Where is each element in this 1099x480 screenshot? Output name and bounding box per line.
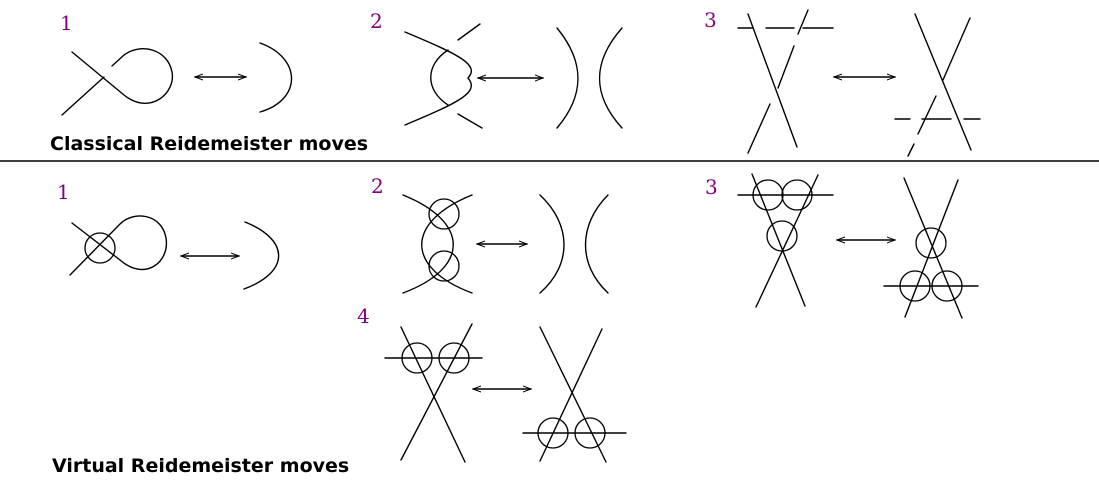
virtual-v3-left-strand-b (755, 174, 819, 308)
virtual-v4-right-strand-b (539, 328, 603, 462)
classical-move-3: 3 (704, 8, 981, 157)
virtual-v4-right-strand-a (539, 326, 607, 463)
classical-r3-right-under-strand (907, 17, 971, 157)
virtual-v2-strand-b (421, 194, 473, 294)
classical-move-1-number: 1 (60, 11, 73, 35)
classical-r3-right-over-strand (914, 13, 972, 151)
virtual-v2-left-arc (539, 194, 565, 294)
virtual-v1-crossing-circle (84, 232, 116, 264)
classical-r2-over-strand (404, 31, 473, 126)
classical-r3-left-under-strand (747, 9, 809, 154)
virtual-v4-left-circle-2 (438, 342, 470, 374)
virtual-move-1: 1 (57, 180, 280, 290)
virtual-v4-left-strand-b (400, 323, 473, 461)
classical-r1-loop-strand (71, 48, 174, 104)
classical-move-3-number: 3 (704, 8, 717, 32)
virtual-v2-strand-a (402, 194, 454, 294)
virtual-v3-left-circle-3 (766, 220, 798, 252)
virtual-v2-right-arc (584, 194, 609, 294)
virtual-move-4-number: 4 (357, 304, 370, 328)
classical-move-1: 1 (60, 11, 293, 116)
classical-r2-under-strand (430, 23, 483, 129)
classical-move-2-number: 2 (370, 9, 383, 33)
classical-r3-left-over-strand (747, 13, 798, 148)
virtual-move-3-number: 3 (705, 175, 718, 199)
virtual-move-1-number: 1 (57, 180, 70, 204)
virtual-v3-right-circle-1 (915, 227, 947, 259)
virtual-move-2-number: 2 (371, 174, 384, 198)
virtual-title: Virtual Reidemeister moves (52, 455, 349, 477)
virtual-section: 1 2 3 (52, 173, 979, 477)
virtual-v3-left-circle-1 (752, 179, 784, 211)
virtual-move-2: 2 (371, 174, 609, 294)
classical-r1-arc (259, 42, 293, 113)
virtual-v3-right-circle-2 (899, 270, 931, 302)
virtual-v4-left-strand-a (400, 326, 466, 463)
classical-r2-right-arc (598, 27, 623, 129)
virtual-v4-right-circle-2 (574, 417, 606, 449)
virtual-v4-left-circle-1 (401, 342, 433, 374)
virtual-v3-left-circle-2 (781, 179, 813, 211)
classical-move-2: 2 (370, 9, 623, 129)
virtual-v1-arc (243, 221, 280, 290)
classical-r1-under-strand (61, 76, 105, 116)
classical-section: 1 2 3 Classical Reidemeister moves (50, 8, 981, 157)
virtual-v1-loop (69, 215, 168, 276)
classical-r2-left-arc (556, 27, 579, 129)
virtual-v3-right-circle-3 (931, 270, 963, 302)
virtual-move-3: 3 (705, 173, 979, 319)
virtual-v2-top-circle (428, 198, 460, 230)
virtual-v3-right-strand-a (903, 177, 963, 319)
virtual-move-4: 4 (357, 304, 627, 463)
virtual-v4-right-circle-1 (537, 417, 569, 449)
classical-title: Classical Reidemeister moves (50, 133, 368, 155)
virtual-v3-left-strand-a (751, 173, 806, 307)
virtual-v3-right-strand-b (904, 179, 959, 318)
virtual-v2-bottom-circle (428, 250, 460, 282)
